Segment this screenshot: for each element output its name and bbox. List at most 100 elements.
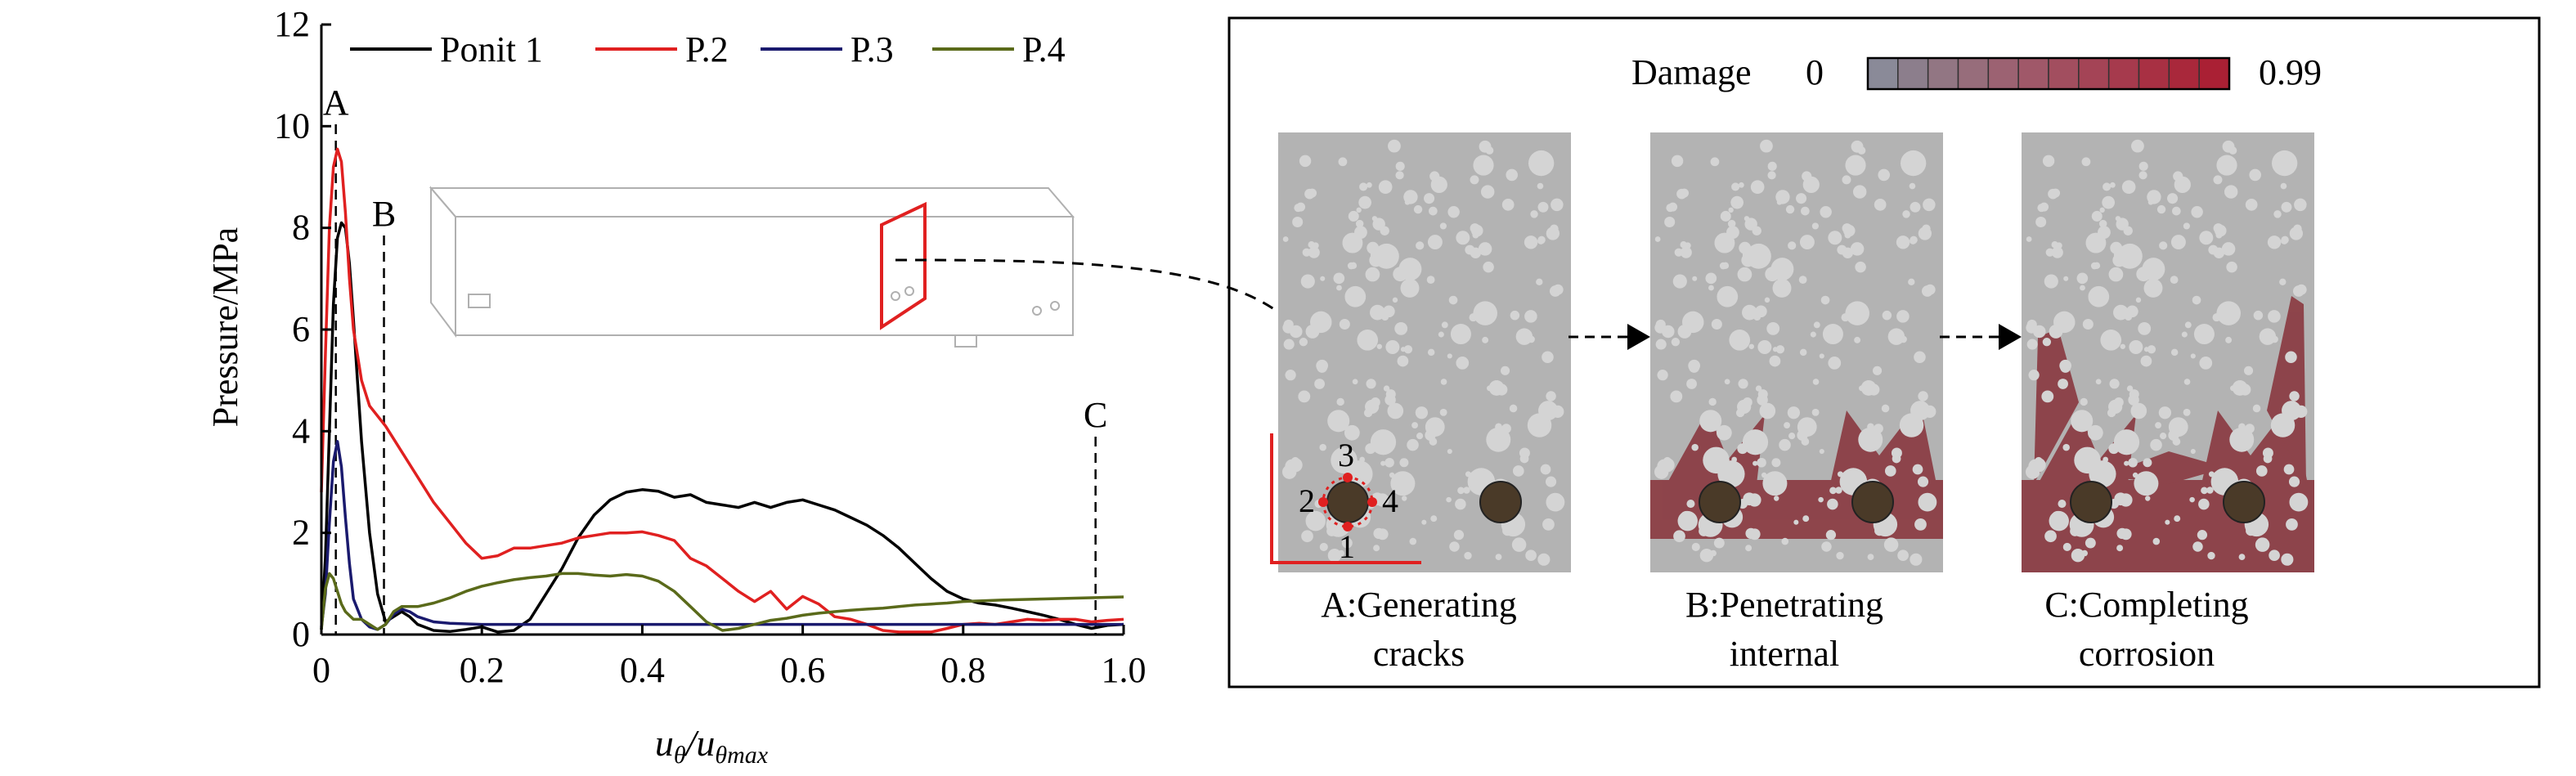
- aggregate-particle: [1686, 500, 1695, 509]
- aggregate-particle: [1486, 385, 1492, 392]
- aggregate-particle: [1828, 357, 1842, 370]
- legend-label-2: P.2: [685, 29, 729, 70]
- aggregate-particle: [1705, 272, 1717, 285]
- aggregate-particle: [1767, 171, 1776, 180]
- aggregate-particle: [2189, 496, 2195, 503]
- rebar-section: [2070, 481, 2112, 523]
- aggregate-particle: [1717, 285, 1739, 307]
- aggregate-particle: [2181, 331, 2188, 338]
- aggregate-particle: [2138, 321, 2152, 335]
- aggregate-particle: [1524, 310, 1537, 323]
- colorbar-cell: [2048, 57, 2080, 90]
- aggregate-particle: [2062, 443, 2070, 451]
- aggregate-particle: [1899, 413, 1924, 437]
- colorbar-cell: [2168, 57, 2200, 90]
- x-label-u: u: [655, 722, 674, 764]
- aggregate-particle: [2135, 297, 2142, 303]
- aggregate-particle: [1395, 171, 1404, 180]
- aggregate-particle: [1352, 379, 1358, 385]
- aggregate-particle: [2099, 207, 2105, 213]
- aggregate-particle: [1874, 199, 1887, 211]
- beam-inset-sketch: [429, 186, 1075, 348]
- highlighted-section: [880, 201, 927, 330]
- aggregate-particle: [1822, 324, 1843, 345]
- aggregate-particle: [2150, 438, 2162, 451]
- aggregate-particle: [2109, 379, 2120, 389]
- aggregate-particle: [1338, 157, 1348, 167]
- colorbar-border: [1866, 56, 2231, 91]
- aggregate-particle: [1845, 155, 1866, 176]
- aggregate-particle: [2115, 216, 2121, 222]
- aggregate-particle: [2113, 304, 2129, 321]
- aggregate-particle: [1821, 541, 1832, 552]
- aggregate-particle: [2170, 348, 2179, 357]
- node-point: [1343, 473, 1353, 482]
- aggregate-particle: [1470, 175, 1479, 185]
- aggregate-particle: [1333, 272, 1345, 285]
- aggregate-particle: [1802, 515, 1810, 523]
- aggregate-particle: [1546, 227, 1560, 240]
- aggregate-particle: [1759, 402, 1776, 419]
- aggregate-particle: [1355, 219, 1364, 228]
- aggregate-particle: [2238, 554, 2246, 561]
- aggregate-particle: [1689, 361, 1700, 373]
- aggregate-particle: [1370, 304, 1385, 321]
- flow-arrow-1-head: [1627, 324, 1650, 350]
- aggregate-particle: [1779, 438, 1791, 451]
- aggregate-particle: [2090, 262, 2098, 270]
- aggregate-particle: [1283, 319, 1294, 330]
- aggregate-particle: [1811, 408, 1820, 416]
- aggregate-particle: [2138, 171, 2147, 180]
- aggregate-particle: [1757, 457, 1766, 468]
- aggregate-particle: [2199, 357, 2213, 370]
- stage-flow-arrows: [1568, 324, 2022, 350]
- aggregate-particle: [1874, 424, 1883, 433]
- aggregate-particle: [1750, 180, 1765, 195]
- aggregate-particle: [1755, 385, 1762, 392]
- specimen-b: [1650, 132, 1943, 572]
- aggregate-particle: [1784, 422, 1791, 429]
- aggregate-particle: [1530, 210, 1538, 218]
- aggregate-particle: [2183, 222, 2190, 230]
- node-label-1: 1: [1339, 528, 1355, 565]
- aggregate-particle: [1347, 262, 1355, 270]
- legend-label-3: P.3: [850, 29, 894, 70]
- aggregate-particle: [1409, 537, 1417, 545]
- aggregate-particle: [2280, 182, 2287, 190]
- aggregate-particle: [1818, 496, 1824, 503]
- aggregate-particle: [2295, 405, 2308, 418]
- aggregate-particle: [2045, 248, 2054, 257]
- aggregate-particle: [1849, 156, 1856, 163]
- aggregate-particle: [2041, 390, 2054, 403]
- aggregate-particle: [1403, 345, 1413, 354]
- connector-arrow: [895, 258, 1318, 360]
- aggregate-particle: [2221, 242, 2236, 256]
- aggregate-particle: [1511, 537, 1527, 552]
- aggregate-particle: [2269, 549, 2280, 562]
- aggregates: [1281, 139, 1565, 566]
- aggregate-particle: [1731, 456, 1738, 463]
- aggregate-particle: [2215, 231, 2223, 239]
- aggregate-particle: [1359, 182, 1368, 191]
- colorbar-cell: [1897, 57, 1929, 90]
- aggregate-particle: [1447, 206, 1460, 218]
- aggregate-particle: [2267, 235, 2282, 249]
- aggregate-particle: [1867, 554, 1874, 561]
- aggregate-particle: [1668, 202, 1678, 212]
- aggregate-particle: [1438, 331, 1444, 338]
- aggregate-particle: [1802, 171, 1812, 182]
- aggregate-particle: [1842, 247, 1854, 258]
- aggregate-particle: [1384, 394, 1396, 406]
- aggregate-particle: [2113, 429, 2140, 455]
- aggregate-particle: [1769, 355, 1781, 367]
- aggregate-particle: [1319, 443, 1326, 451]
- scale-min-label: 0: [1806, 52, 1824, 92]
- aggregate-particle: [2172, 206, 2181, 216]
- aggregate-particle: [1757, 394, 1768, 406]
- section-rebar-dot: [904, 286, 914, 296]
- aggregate-particle: [2273, 210, 2282, 218]
- aggregate-particle: [1727, 219, 1736, 228]
- aggregate-particle: [1308, 240, 1315, 249]
- aggregate-particle: [1785, 204, 1795, 214]
- aggregates: [2025, 139, 2309, 566]
